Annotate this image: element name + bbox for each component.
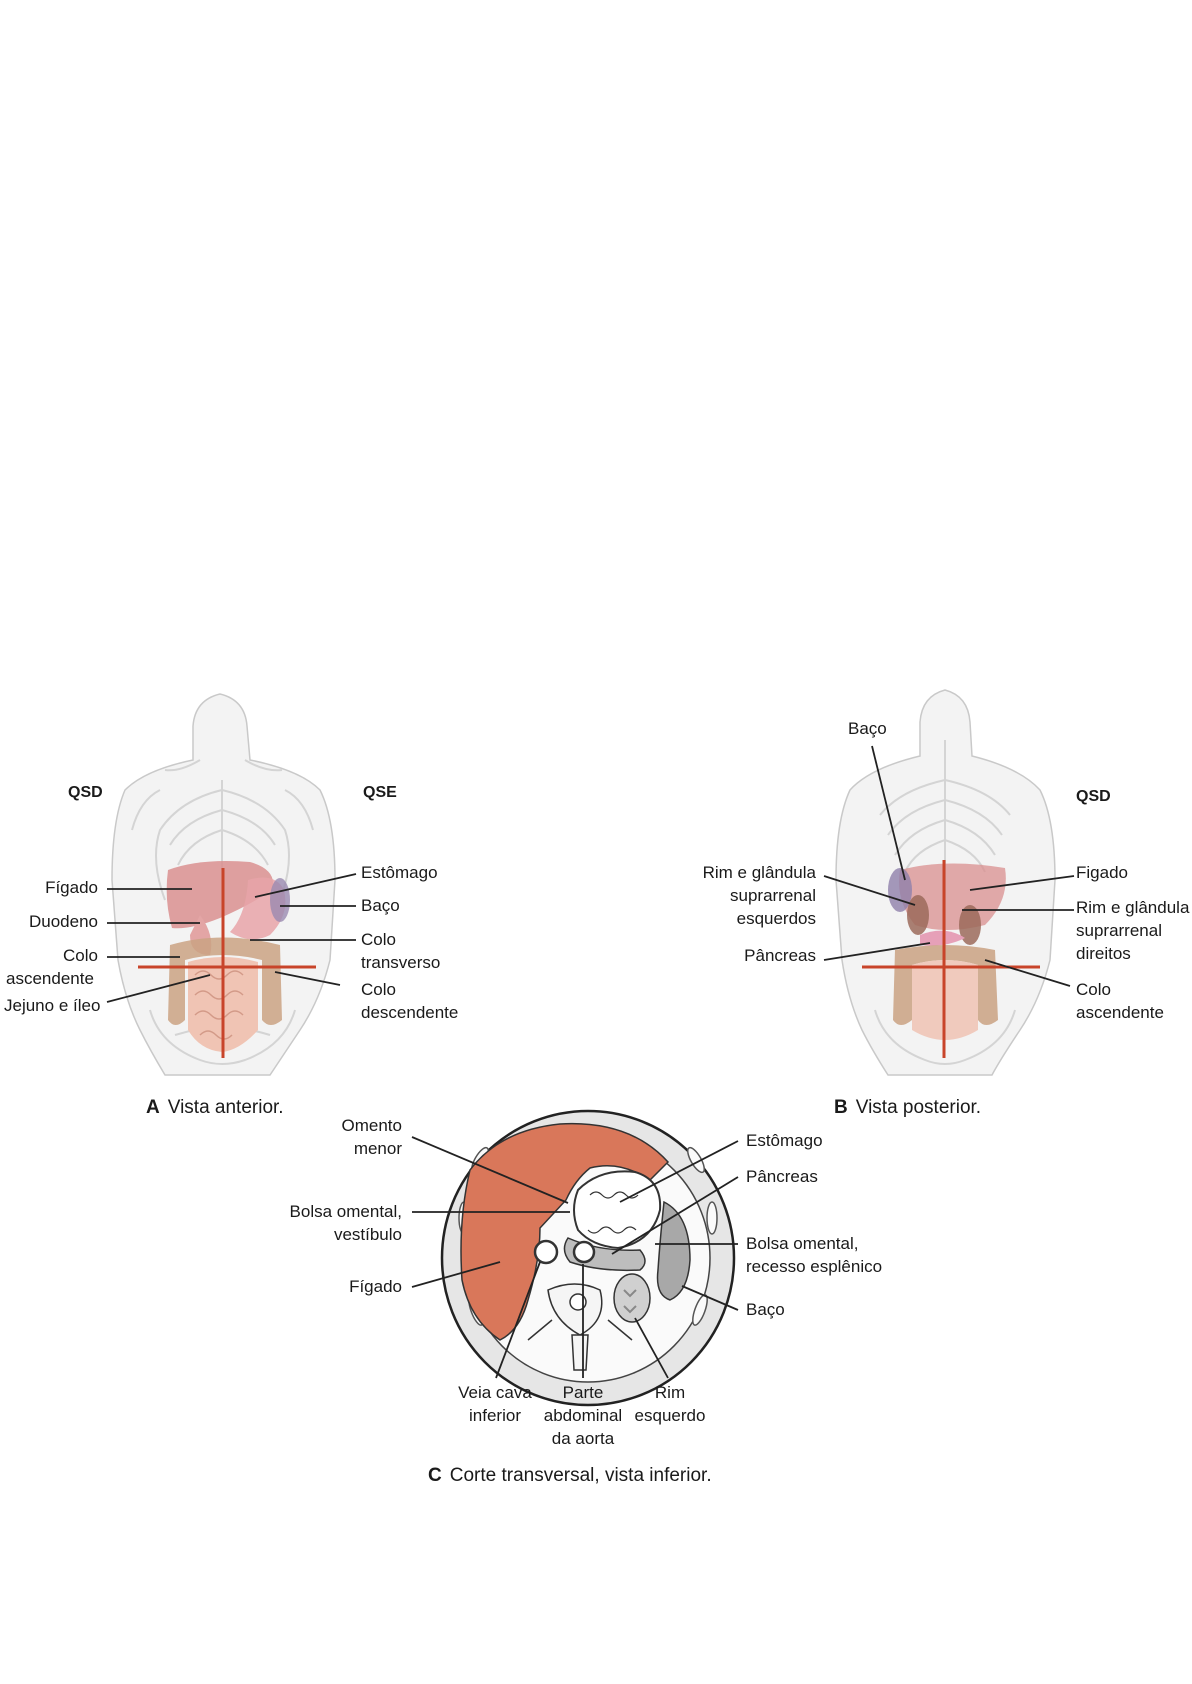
caption-c-text: Corte transversal, vista inferior.	[450, 1465, 712, 1486]
caption-b-letter: B	[834, 1097, 848, 1118]
quadrant-label-right-upper-b: QSD	[1076, 788, 1111, 806]
label-pancreas-b: Pâncreas	[680, 945, 816, 967]
label-colo-transverso-a-1: Colo	[361, 929, 396, 951]
left-kidney-posterior	[907, 895, 929, 935]
aorta-section	[574, 1242, 594, 1262]
caption-a-text: Vista anterior.	[168, 1097, 284, 1118]
label-colo-descendente-a-1: Colo	[361, 979, 396, 1001]
caption-c-letter: C	[428, 1465, 442, 1486]
left-kidney-section	[614, 1274, 650, 1322]
label-colo-transverso-a-2: transverso	[361, 952, 440, 974]
label-figado-b: Figado	[1076, 862, 1128, 884]
label-omento-menor-1: Omento	[300, 1115, 402, 1137]
caption-b-text: Vista posterior.	[856, 1097, 981, 1118]
panel-a-illustration	[107, 694, 356, 1075]
inferior-vena-cava-section	[535, 1241, 557, 1263]
label-bolsa-recesso-1: Bolsa omental,	[746, 1233, 858, 1255]
label-colo-descendente-a-2: descendente	[361, 1002, 458, 1024]
label-rim-direito-b-2: suprarrenal	[1076, 920, 1162, 942]
label-duodeno-a: Duodeno	[10, 911, 98, 933]
label-bolsa-vestibulo-2: vestíbulo	[270, 1224, 402, 1246]
panel-c-illustration	[412, 1111, 738, 1405]
label-rim-esquerdo-b-2: suprarrenal	[680, 885, 816, 907]
label-colo-ascendente-a-1: Colo	[20, 945, 98, 967]
label-baco-a: Baço	[361, 895, 400, 917]
label-rim-direito-b-3: direitos	[1076, 943, 1131, 965]
label-bolsa-recesso-2: recesso esplênico	[746, 1256, 882, 1278]
label-rim-esquerdo-b-1: Rim e glândula	[680, 862, 816, 884]
label-estomago-a: Estômago	[361, 862, 438, 884]
label-rim-direito-b-1: Rim e glândula	[1076, 897, 1189, 919]
caption-b: B Vista posterior.	[834, 1097, 981, 1119]
label-figado-a: Fígado	[20, 877, 98, 899]
label-colo-ascendente-b-1: Colo	[1076, 979, 1111, 1001]
label-omento-menor-2: menor	[300, 1138, 402, 1160]
label-rim-esquerdo-c-2: esquerdo	[620, 1405, 720, 1427]
label-bolsa-vestibulo-1: Bolsa omental,	[270, 1201, 402, 1223]
label-rim-esquerdo-c-1: Rim	[620, 1382, 720, 1404]
label-baco-c: Baço	[746, 1299, 785, 1321]
quadrant-label-right-upper: QSD	[68, 784, 103, 802]
label-figado-c: Fígado	[300, 1276, 402, 1298]
spleen-anterior	[270, 878, 290, 922]
caption-a-letter: A	[146, 1097, 160, 1118]
label-colo-ascendente-a-2: ascendente	[6, 968, 94, 990]
caption-a: A Vista anterior.	[146, 1097, 284, 1119]
label-jejuno-ileo-a: Jejuno e íleo	[4, 995, 100, 1017]
label-pancreas-c: Pâncreas	[746, 1166, 818, 1188]
label-estomago-c: Estômago	[746, 1130, 823, 1152]
label-baco-b: Baço	[848, 718, 887, 740]
panel-b-illustration	[824, 690, 1074, 1075]
label-aorta-3: da aorta	[528, 1428, 638, 1450]
label-rim-esquerdo-b-3: esquerdos	[680, 908, 816, 930]
quadrant-label-left-upper: QSE	[363, 784, 397, 802]
label-colo-ascendente-b-2: ascendente	[1076, 1002, 1164, 1024]
caption-c: C Corte transversal, vista inferior.	[428, 1465, 712, 1487]
